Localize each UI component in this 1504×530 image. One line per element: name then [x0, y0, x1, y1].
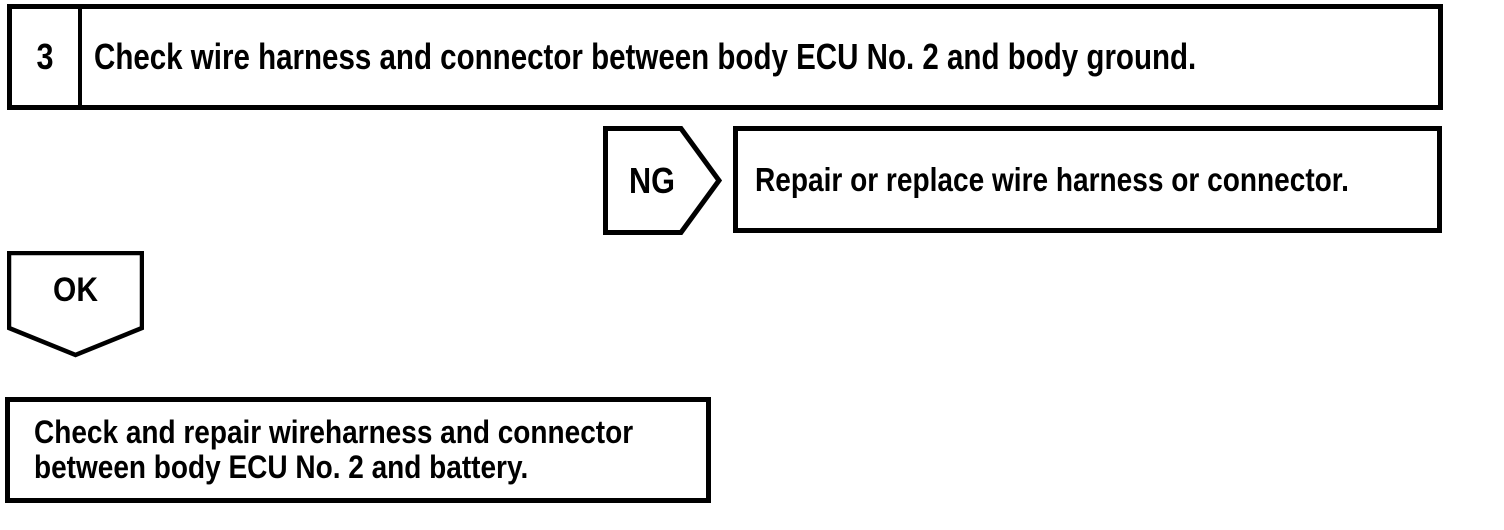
step-instruction-text: Check wire harness and connector between…	[93, 36, 1197, 77]
ok-pentagon-icon	[7, 251, 144, 358]
ok-label-text: OK	[53, 270, 98, 309]
result-line-1-text: Check and repair wireharness and connect…	[34, 414, 634, 450]
step-instruction-cell: Check wire harness and connector between…	[82, 9, 1438, 105]
step-number-cell: 3	[12, 9, 82, 105]
result-line-2-text: between body ECU No. 2 and battery.	[34, 449, 529, 485]
ng-action-text: Repair or replace wire harness or connec…	[755, 160, 1349, 198]
ng-connector: NG	[603, 126, 722, 235]
result-line-2: between body ECU No. 2 and battery.	[34, 450, 706, 485]
ok-label: OK	[7, 251, 144, 329]
step-number: 3	[36, 36, 54, 77]
result-line-1: Check and repair wireharness and connect…	[34, 415, 706, 450]
ng-label-text: NG	[629, 159, 675, 201]
ng-pentagon-icon	[603, 126, 722, 235]
ok-connector: OK	[7, 251, 144, 358]
ng-label: NG	[613, 126, 691, 235]
result-box: Check and repair wireharness and connect…	[5, 397, 711, 503]
step-box: 3 Check wire harness and connector betwe…	[7, 4, 1443, 110]
ng-action-box: Repair or replace wire harness or connec…	[733, 126, 1442, 233]
